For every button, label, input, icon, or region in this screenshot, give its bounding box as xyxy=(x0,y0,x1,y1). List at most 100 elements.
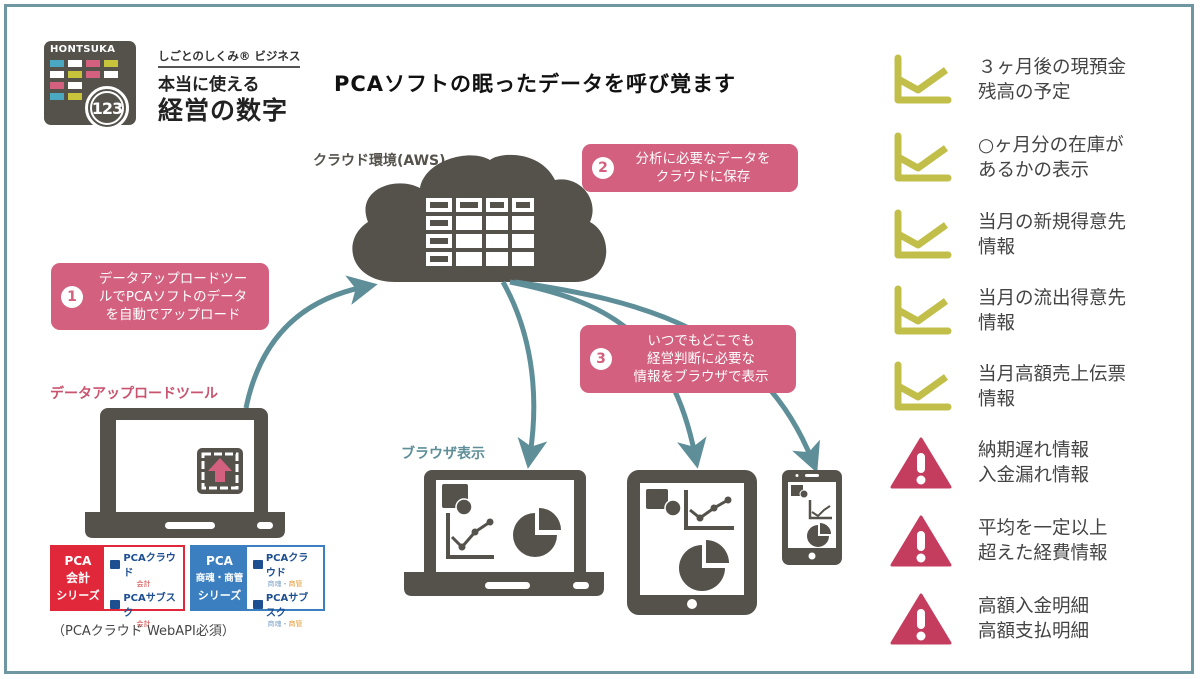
feature-item: 当月の流出得意先 情報 xyxy=(890,281,1180,341)
step-number-badge: 1 xyxy=(61,285,83,308)
chart-line-icon xyxy=(890,359,952,415)
warning-icon xyxy=(890,513,952,569)
logo-grid-cell xyxy=(68,60,82,67)
logo-grid-cell xyxy=(50,71,64,78)
logo-grid-cell xyxy=(86,60,100,67)
series-title-line: シリーズ xyxy=(56,588,100,602)
product-sub-highlight: 商管 xyxy=(288,620,303,628)
step-3-text: いつでもどこでも 経営判断に必要な 情報をブラウザで表示 xyxy=(612,332,790,386)
line-chart-icon xyxy=(446,513,494,559)
step-3-callout: 3 いつでもどこでも 経営判断に必要な 情報をブラウザで表示 xyxy=(580,325,796,393)
warning-icon xyxy=(890,591,952,647)
step-1-line: データアップロードツー xyxy=(98,270,248,287)
product-pca-subscription: PCAサブスク 会計 xyxy=(110,589,177,629)
step-2-text: 分析に必要なデータを クラウドに保存 xyxy=(614,150,792,186)
series-title: PCA 商魂・商管 シリーズ xyxy=(192,547,247,609)
series-title-line: 商魂・商管 xyxy=(195,572,244,584)
series-products: PCAクラウド 商魂・商管 PCAサブスク 商魂・商管 xyxy=(247,547,323,628)
pca-logo-icon xyxy=(110,599,121,609)
pca-shokon-series-badge: PCA 商魂・商管 シリーズ PCAクラウド 商魂・商管 PCAサブスク 商魂・… xyxy=(190,545,325,628)
product-name: PCAサブスク xyxy=(265,593,309,619)
logo-tagline: しごとのしくみ® ビジネス xyxy=(158,48,301,68)
mini-logo-icon xyxy=(442,484,473,516)
product-pca-cloud: PCAクラウド 会計 xyxy=(110,549,177,589)
logo-brand: HONTSUKA xyxy=(50,44,116,55)
pie-chart-icon xyxy=(679,540,729,591)
feature-item: ○ヶ月分の在庫が あるかの表示 xyxy=(890,128,1180,188)
step-2-line: 分析に必要なデータを xyxy=(635,151,771,167)
feature-text: 当月の流出得意先 情報 xyxy=(978,288,1127,334)
feature-text: 高額入金明細 高額支払明細 xyxy=(978,596,1090,642)
step-1-line: ルでPCAソフトのデータ xyxy=(98,288,248,305)
api-note: （PCAクラウド WebAPI必須） xyxy=(52,624,235,639)
product-sub: 商魂・ xyxy=(267,580,289,588)
feature-text: 当月の新規得意先 情報 xyxy=(978,212,1127,258)
line-chart-icon xyxy=(808,500,832,520)
browser-laptop-icon xyxy=(404,470,604,596)
step-3-line: 情報をブラウザで表示 xyxy=(633,369,769,385)
upload-icon xyxy=(197,448,243,494)
product-sub: 会計 xyxy=(136,580,151,588)
series-title-line: シリーズ xyxy=(197,588,242,602)
series-title-line: PCA xyxy=(64,553,92,568)
logo-grid-cell xyxy=(68,71,82,78)
step-3-line: いつでもどこでも xyxy=(647,333,755,349)
series-title: PCA 会計 シリーズ xyxy=(52,547,104,609)
smartphone-icon xyxy=(782,470,842,565)
logo-grid-cell xyxy=(50,60,64,67)
chart-line-icon xyxy=(890,52,952,108)
upload-arrow xyxy=(243,275,378,409)
pca-logo-icon xyxy=(253,599,263,609)
series-products: PCAクラウド 会計 PCAサブスク 会計 xyxy=(104,547,183,628)
logo-grid-cell xyxy=(86,71,100,78)
logo-grid-cell xyxy=(68,93,82,100)
pca-logo-icon xyxy=(110,559,121,569)
arrow-to-laptop xyxy=(500,280,548,469)
cloud-label: クラウド環境(AWS) xyxy=(313,153,446,169)
diagram-frame xyxy=(4,4,1194,674)
upload-tool-label: データアップロードツール xyxy=(50,386,218,402)
database-table-icon xyxy=(426,198,534,266)
pie-chart-icon xyxy=(807,523,831,547)
logo-grid-cell xyxy=(50,82,64,89)
feature-item: 平均を一定以上 超えた経費情報 xyxy=(890,511,1180,571)
chart-line-icon xyxy=(890,283,952,339)
product-name: PCAクラウド xyxy=(123,553,176,579)
browser-label: ブラウザ表示 xyxy=(401,446,485,462)
series-title-line: PCA xyxy=(206,553,233,568)
feature-item: 納期遅れ情報 入金漏れ情報 xyxy=(890,433,1180,493)
product-pca-subscription: PCAサブスク 商魂・商管 xyxy=(253,589,317,629)
mini-logo-icon xyxy=(791,485,809,499)
logo-grid-cell xyxy=(104,60,118,67)
feature-item: 高額入金明細 高額支払明細 xyxy=(890,589,1180,649)
feature-item: ３ヶ月後の現預金 残高の予定 xyxy=(890,50,1180,110)
tablet-icon xyxy=(627,470,757,615)
product-pca-cloud: PCAクラウド 商魂・商管 xyxy=(253,549,317,589)
step-1-line: を自動でアップロード xyxy=(105,306,241,323)
logo-title: 経営の数字 xyxy=(158,96,289,125)
step-1-callout: 1 データアップロードツー ルでPCAソフトのデータ を自動でアップロード xyxy=(51,263,269,330)
product-name: PCAクラウド xyxy=(265,553,309,579)
pca-logo-icon xyxy=(253,559,263,569)
warning-icon xyxy=(890,435,952,491)
feature-text: 当月高額売上伝票 情報 xyxy=(978,364,1127,410)
step-1-text: データアップロードツー ルでPCAソフトのデータ を自動でアップロード xyxy=(83,270,263,324)
logo-grid-cell xyxy=(50,93,64,100)
step-number-badge: 2 xyxy=(592,157,614,179)
step-3-line: 経営判断に必要な xyxy=(647,351,755,367)
logo-number-badge: 123 xyxy=(85,86,129,130)
mini-logo-icon xyxy=(646,489,682,517)
feature-item: 当月高額売上伝票 情報 xyxy=(890,357,1180,417)
chart-line-icon xyxy=(890,130,952,186)
pie-chart-icon xyxy=(513,508,561,557)
product-name: PCAサブスク xyxy=(123,593,176,619)
product-sub: 会計 xyxy=(136,620,151,628)
product-sub: 商魂・ xyxy=(267,620,289,628)
feature-text: 平均を一定以上 超えた経費情報 xyxy=(978,518,1108,564)
page-title: PCAソフトの眠ったデータを呼び覚ます xyxy=(334,72,737,96)
feature-item: 当月の新規得意先 情報 xyxy=(890,205,1180,265)
feature-text: ○ヶ月分の在庫が あるかの表示 xyxy=(978,135,1124,181)
chart-line-icon xyxy=(890,207,952,263)
feature-text: ３ヶ月後の現預金 残高の予定 xyxy=(978,57,1127,103)
